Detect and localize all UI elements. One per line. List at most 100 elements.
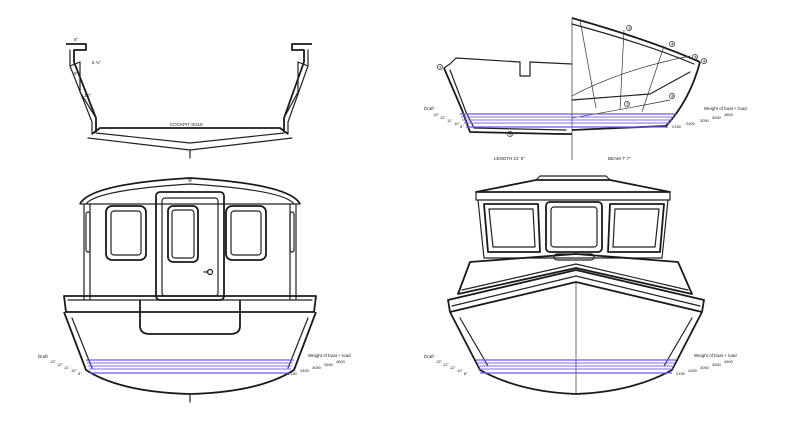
cabin-door-inner	[161, 197, 219, 297]
cabin-profile	[449, 57, 573, 77]
draft-value: 8"	[464, 371, 468, 376]
door-window-pane	[171, 209, 195, 259]
draft-value: 12"	[57, 362, 63, 367]
right-grab-rail	[289, 211, 295, 253]
stern-window-left-pane	[110, 210, 142, 256]
bow-cabin-front	[477, 199, 669, 259]
sheer-arc-inner	[571, 23, 695, 65]
cockpit-section-drawing: COCKPIT SOLE 6" 6 ¾" 8" 14"	[66, 37, 312, 159]
weight-value: 4800	[336, 359, 346, 364]
bow-roof-top	[535, 175, 611, 181]
bow-weight-label: Weight of boat + load	[694, 353, 737, 358]
weight-value: 2150	[288, 371, 298, 376]
draft-value: 11"	[447, 118, 453, 123]
bow-rub-rail-line	[451, 275, 701, 307]
weight-value: 3550	[712, 362, 722, 367]
left-side-panel	[69, 61, 97, 119]
weight-value: 2400	[688, 368, 698, 373]
section-line-1	[579, 19, 597, 109]
station-marker-3: ③	[628, 26, 632, 31]
waterline-plan	[571, 71, 691, 101]
length-label: LENGTH 21' 5"	[494, 156, 525, 161]
stern-window-right	[225, 205, 267, 261]
weight-value: 2150	[676, 371, 686, 376]
bow-window-left	[483, 203, 541, 253]
station-marker-6: ⑥	[703, 59, 707, 64]
right-coaming-inner	[287, 49, 309, 135]
sheer-arc	[571, 17, 701, 63]
bow-draft-values: 13" 12" 11" 10" 8"	[436, 359, 468, 376]
bow-window-center-pane	[550, 206, 598, 248]
station-marker-4: ④	[671, 42, 675, 47]
bow-roof	[475, 179, 671, 193]
buttock-line	[571, 55, 691, 97]
weight-value: 3050	[700, 118, 710, 123]
weight-value: 3550	[712, 115, 722, 120]
station-marker-1: ①	[439, 65, 443, 70]
weight-value: 2400	[686, 121, 696, 126]
beam-label: BEAM 7' 7"	[608, 156, 631, 161]
draft-value: 13"	[50, 359, 56, 364]
stern-roof-inner	[85, 183, 295, 205]
weight-value: 2150	[672, 124, 682, 129]
draft-value: 10"	[454, 121, 460, 126]
weight-value: 3050	[700, 365, 710, 370]
stern-draft-label: Draft	[38, 354, 49, 359]
bow-deck	[457, 253, 693, 295]
stern-waterlines	[86, 359, 294, 374]
bow-deck-edge	[461, 263, 689, 291]
cockpit-sole	[91, 127, 289, 135]
stern-roof	[79, 177, 301, 205]
door-window	[167, 205, 199, 263]
stern-weight-values: 4800 3550 3050 2400 2150	[288, 359, 346, 376]
bow-window-right-pane	[612, 208, 660, 248]
draft-value: 11"	[450, 365, 456, 370]
station-marker-7: ⑦	[626, 102, 630, 107]
profile-weight-values: 4800 3550 3050 2400 2150	[672, 112, 734, 129]
stern-window-right-pane	[230, 210, 262, 256]
stern-draft-values: 13" 12" 11" 10" 8"	[50, 359, 82, 376]
bow-roof-edge	[475, 191, 671, 201]
dim-side-label: 8"	[74, 71, 79, 76]
station-marker-2: ②	[509, 132, 513, 137]
section-line-2	[619, 29, 625, 111]
hull-profile-inner	[449, 69, 567, 131]
weight-value: 4800	[724, 359, 734, 364]
section-line-3	[641, 45, 665, 113]
hull-inner	[95, 132, 285, 144]
profile-draft-label: Draft	[424, 106, 435, 111]
bow-view-drawing: Draft 13" 12" 11" 10" 8" Weight of boat …	[424, 175, 737, 395]
dim-depth-label: 6 ¾"	[92, 60, 102, 65]
draft-value: 8"	[78, 371, 82, 376]
right-side-panel	[283, 61, 309, 119]
draft-value: 12"	[443, 362, 449, 367]
bow-window-left-pane	[488, 208, 536, 248]
draft-value: 10"	[71, 368, 77, 373]
transom-step	[139, 300, 241, 335]
stern-deck	[63, 295, 317, 313]
hull-profile	[443, 67, 572, 135]
draft-value: 13"	[433, 112, 439, 117]
cabin-walls	[83, 203, 297, 301]
chine-line	[571, 99, 671, 119]
hull-bottom	[87, 137, 293, 151]
bow-outline	[571, 61, 701, 131]
draft-value: 13"	[436, 359, 442, 364]
cabin-door	[155, 191, 225, 301]
stern-hull	[63, 311, 317, 395]
draft-value: 8"	[460, 124, 464, 129]
bow-draft-label: Draft	[424, 354, 435, 359]
roof-light-icon	[188, 178, 192, 182]
station-marker-8: ⑧	[671, 94, 675, 99]
weight-value: 2400	[300, 368, 310, 373]
dim-height-label: 14"	[84, 93, 91, 98]
weight-value: 4800	[724, 112, 734, 117]
stern-weight-label: Weight of boat + load	[308, 353, 351, 358]
cockpit-sole-label: COCKPIT SOLE	[170, 122, 203, 127]
bow-chine-right	[663, 317, 693, 367]
profile-weight-label: Weight of boat + load	[704, 106, 747, 111]
profile-waterlines	[460, 113, 676, 128]
stern-view-drawing: Draft 13" 12" 11" 10" 8" Weight of boat …	[38, 177, 351, 403]
weight-value: 3050	[312, 365, 322, 370]
